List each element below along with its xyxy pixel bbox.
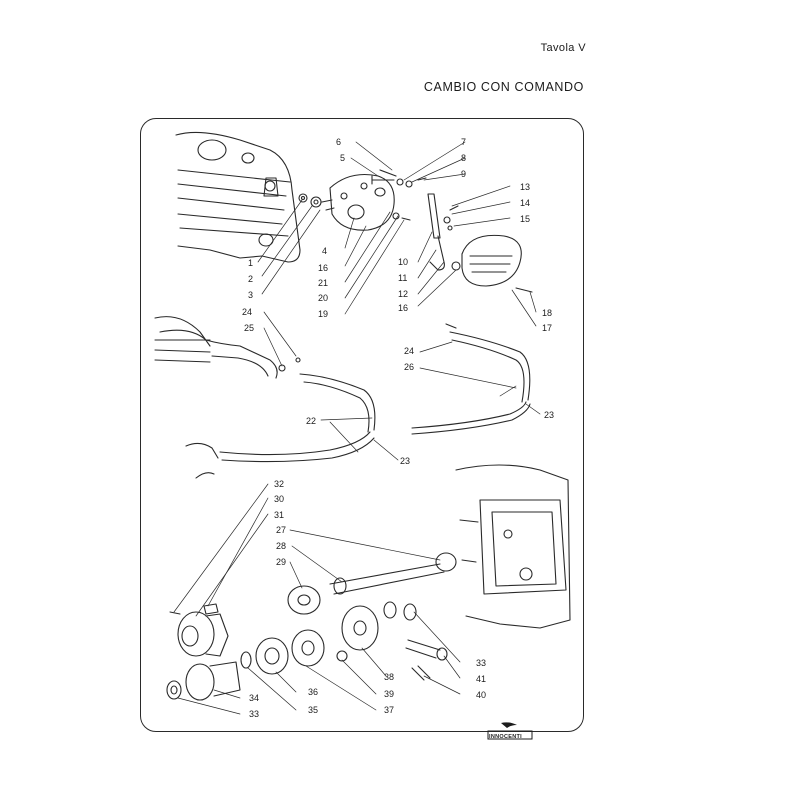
callout-11: 11 [398, 273, 407, 283]
callout-14: 14 [520, 198, 530, 208]
page-label: Tavola V [540, 42, 586, 54]
callout-24a: 24 [242, 307, 252, 317]
gear-cluster-drawing [166, 552, 457, 701]
innocenti-logo-text: INNOCENTI [489, 734, 522, 740]
callout-2: 2 [248, 274, 253, 284]
callout-17: 17 [542, 323, 552, 333]
callout-39: 39 [384, 689, 394, 699]
callout-35: 35 [308, 705, 318, 715]
callout-16b: 16 [398, 303, 408, 313]
callout-labels: 1 2 3 4 5 6 7 8 9 10 11 12 13 14 15 16 1… [242, 137, 554, 719]
leader-lines-middle [263, 311, 541, 461]
callout-16a: 16 [318, 263, 328, 273]
callout-13: 13 [520, 182, 530, 192]
callout-10: 10 [398, 257, 408, 267]
callout-23b: 23 [544, 410, 554, 420]
page-title: CAMBIO CON COMANDO [423, 80, 584, 94]
callout-1: 1 [248, 258, 253, 268]
innocenti-logo-icon [487, 722, 533, 740]
callout-38: 38 [384, 672, 394, 682]
callout-33b: 33 [476, 658, 486, 668]
diagram-frame [140, 118, 584, 732]
callout-30: 30 [274, 494, 284, 504]
callout-28: 28 [276, 541, 286, 551]
callout-5: 5 [340, 153, 345, 163]
callout-18: 18 [542, 308, 552, 318]
bolt-parts-5-9 [371, 169, 427, 221]
crankcase-drawing [455, 464, 571, 629]
callout-8: 8 [461, 153, 466, 163]
callout-24b: 24 [404, 346, 414, 356]
leader-lines-bottom [173, 483, 461, 715]
gearbox-housing-drawing [175, 131, 301, 263]
handlebar-drawing [154, 316, 301, 379]
callout-26: 26 [404, 362, 414, 372]
callout-21: 21 [318, 278, 328, 288]
callout-9: 9 [461, 169, 466, 179]
callout-29: 29 [276, 557, 286, 567]
throttle-cable-drawing [185, 373, 376, 479]
callout-31: 31 [274, 510, 284, 520]
callout-34: 34 [249, 693, 259, 703]
callout-15: 15 [520, 214, 530, 224]
callout-6: 6 [336, 137, 341, 147]
callout-22: 22 [306, 416, 316, 426]
callout-7: 7 [461, 137, 466, 147]
leader-lines-top [257, 141, 537, 327]
callout-40: 40 [476, 690, 486, 700]
callout-37: 37 [384, 705, 394, 715]
callout-32: 32 [274, 479, 284, 489]
callout-20: 20 [318, 293, 328, 303]
callout-36: 36 [308, 687, 318, 697]
selector-cover-drawing [321, 173, 395, 231]
callout-23a: 23 [400, 456, 410, 466]
callout-25: 25 [244, 323, 254, 333]
callout-3: 3 [248, 290, 253, 300]
control-cable-drawing [411, 323, 531, 435]
washer-parts-1-3 [298, 193, 322, 208]
callout-27: 27 [276, 525, 286, 535]
callout-4: 4 [322, 246, 327, 256]
callout-41: 41 [476, 674, 486, 684]
callout-19: 19 [318, 309, 328, 319]
callout-12: 12 [398, 289, 408, 299]
cover-plate-drawing [451, 234, 533, 293]
callout-33a: 33 [249, 709, 259, 719]
